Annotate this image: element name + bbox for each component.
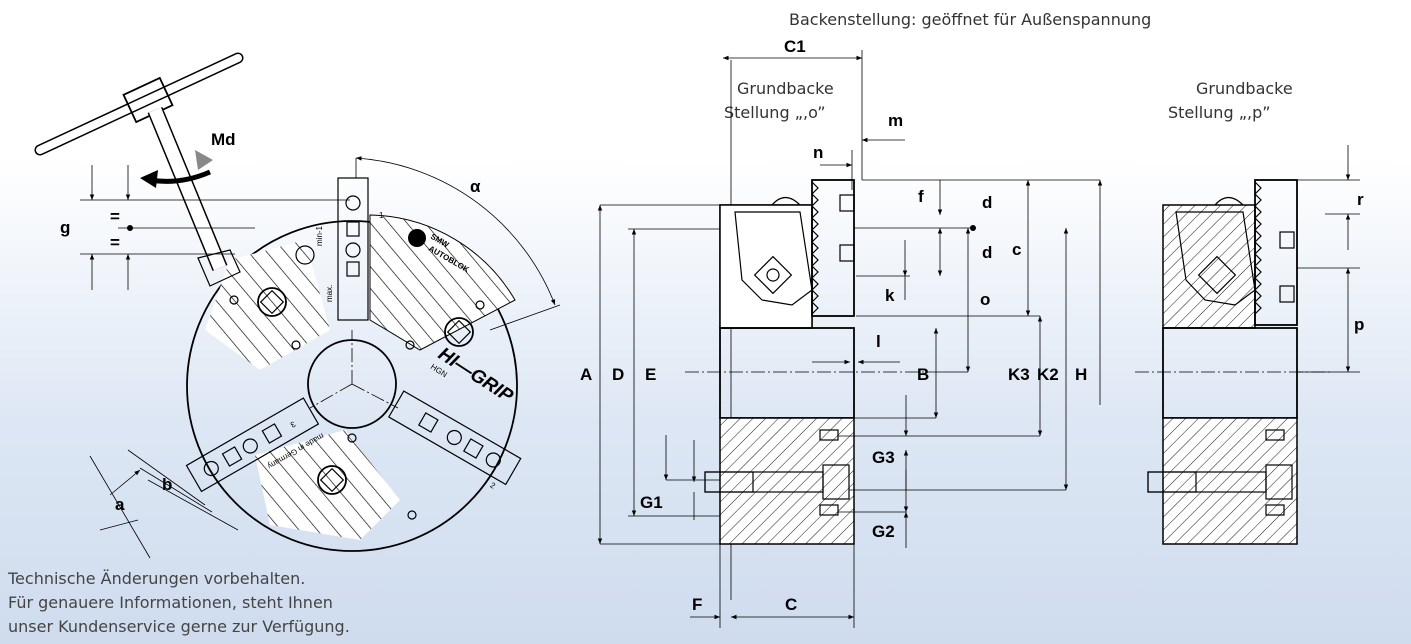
svg-text:Für genauere Informationen, st: Für genauere Informationen, steht Ihnen	[8, 593, 333, 612]
dim-F: F	[692, 595, 702, 614]
svg-text:1: 1	[379, 211, 384, 220]
dim-H: H	[1075, 365, 1087, 384]
dim-p: p	[1354, 315, 1364, 334]
dim-G2: G2	[872, 522, 895, 541]
svg-text:Technische Änderungen vorbehal: Technische Änderungen vorbehalten.	[7, 569, 305, 588]
dim-a: a	[115, 495, 125, 514]
brand-name: HI—GRIP	[434, 344, 517, 408]
dim-l: l	[876, 332, 881, 351]
svg-text:2: 2	[488, 481, 497, 491]
chuck-body-outline	[186, 220, 518, 552]
dim-g: g	[60, 218, 70, 237]
jaw-p-label-line2: Stellung „,p”	[1168, 103, 1271, 122]
dim-n: n	[813, 143, 823, 162]
dim-C1: C1	[784, 37, 806, 56]
dim-o: o	[980, 290, 990, 309]
dim-C: C	[785, 595, 797, 614]
dim-G3: G3	[872, 448, 895, 467]
dim-d-lower: d	[982, 243, 992, 262]
disclaimer-note: Technische Änderungen vorbehalten. Für g…	[7, 569, 350, 636]
dim-K2: K2	[1037, 365, 1059, 384]
eq-mark-upper: =	[110, 207, 120, 226]
eq-mark-lower: =	[110, 233, 120, 252]
dim-K3: K3	[1008, 365, 1030, 384]
wrench-icon	[34, 52, 244, 287]
rpm-min-label: min-1	[315, 225, 324, 246]
jaw-2: 2	[387, 390, 522, 491]
angle-alpha-label: α	[470, 177, 481, 196]
dim-b: b	[162, 475, 172, 494]
torque-label: Md	[211, 130, 236, 149]
dim-E: E	[645, 365, 656, 384]
jaw-p-label-line1: Grundbacke	[1196, 79, 1293, 98]
dim-A: A	[580, 365, 592, 384]
jaw-o-label-line2: Stellung „,o”	[724, 103, 826, 122]
wrench-socket-icon	[257, 287, 474, 495]
svg-text:3: 3	[288, 419, 297, 429]
side-view: r p	[1135, 145, 1364, 545]
dim-r: r	[1357, 190, 1364, 209]
dim-m: m	[888, 111, 903, 130]
base-jaw-p	[1254, 179, 1298, 326]
dim-k: k	[885, 286, 895, 305]
jaw-3: 3	[185, 397, 320, 493]
front-view: 1 3 2	[34, 52, 561, 559]
dim-B: B	[917, 365, 929, 384]
dim-f: f	[918, 187, 924, 206]
jaw-o-label-line1: Grundbacke	[737, 79, 834, 98]
jaw-position-title: Backenstellung: geöffnet für Außenspannu…	[789, 10, 1151, 29]
dim-G1: G1	[640, 493, 663, 512]
dim-d-upper: d	[982, 193, 992, 212]
dim-c: c	[1012, 240, 1021, 259]
section-view: C1 m n f d d c k o l A D E B K3 K2 H G3 …	[580, 37, 1103, 628]
svg-text:unser Kundenservice gerne zur: unser Kundenservice gerne zur Verfügung.	[8, 617, 350, 636]
dim-D: D	[612, 365, 624, 384]
rpm-max-label: max.	[325, 285, 334, 302]
